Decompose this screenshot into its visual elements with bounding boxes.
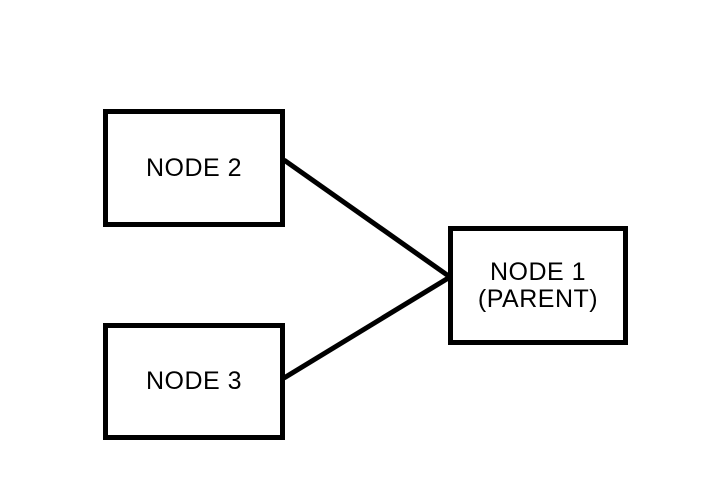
node-1-parent-box: NODE 1 (PARENT) xyxy=(448,226,628,345)
node-1-label-line1: NODE 1 xyxy=(489,257,587,286)
node-1-label-line2: (PARENT) xyxy=(477,284,599,313)
node-3-box: NODE 3 xyxy=(103,323,285,440)
node-1-label: NODE 1 (PARENT) xyxy=(477,257,599,313)
edge-node2-node1 xyxy=(282,157,452,280)
node-3-label: NODE 3 xyxy=(145,367,243,395)
edge-node3-node1 xyxy=(282,274,452,381)
node-2-label: NODE 2 xyxy=(145,153,243,182)
node-2-box: NODE 2 xyxy=(103,109,285,227)
